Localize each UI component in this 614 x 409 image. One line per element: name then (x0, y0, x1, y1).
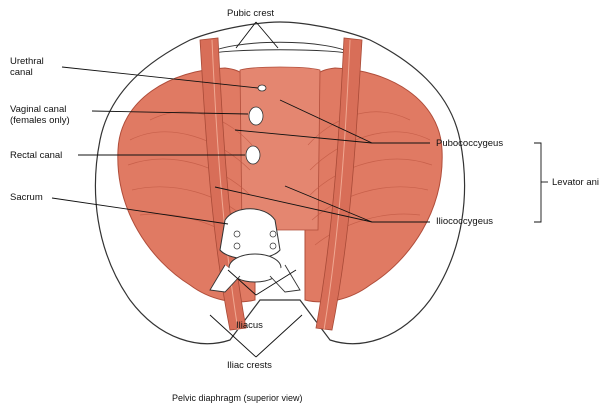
label-iliococcygeus: Iliococcygeus (436, 216, 493, 227)
label-vaginal-canal-line2: (females only) (10, 115, 70, 126)
label-iliacus: Iliacus (236, 320, 263, 331)
rectal-opening (246, 146, 260, 164)
label-iliac-crests: Iliac crests (227, 360, 272, 371)
label-rectal-canal: Rectal canal (10, 150, 62, 161)
label-pubococcygeus: Pubococcygeus (436, 138, 503, 149)
label-levator-ani: Levator ani (552, 177, 599, 188)
label-pubic-crest: Pubic crest (227, 8, 274, 19)
figure-caption: Pelvic diaphragm (superior view) (172, 393, 303, 403)
label-urethral-canal-line1: Urethral (10, 56, 44, 67)
urethral-opening (258, 85, 266, 91)
label-vaginal-canal-line1: Vaginal canal (10, 104, 66, 115)
label-urethral-canal-line2: canal (10, 67, 33, 78)
vaginal-opening (249, 107, 263, 125)
label-sacrum: Sacrum (10, 192, 43, 203)
